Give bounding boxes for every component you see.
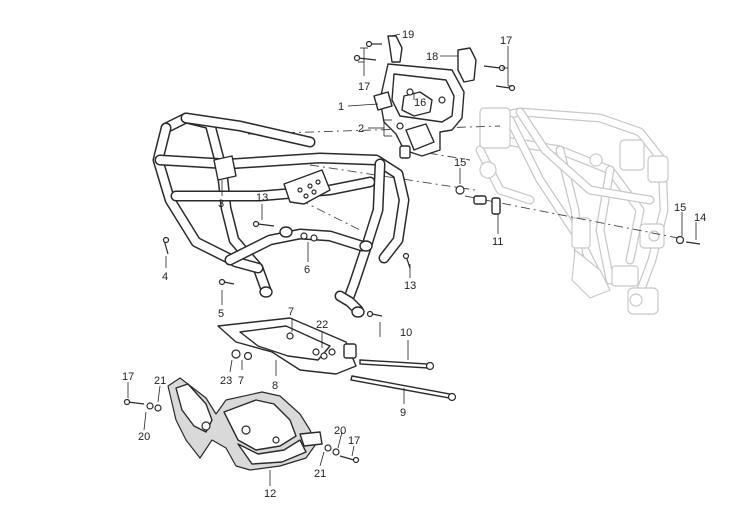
callout-label: 20 [334, 425, 346, 437]
callout-labels: 1 2 3 4 5 6 7 7 8 9 10 11 12 13 13 14 15… [122, 29, 706, 500]
callout-label: 17 [348, 435, 360, 447]
callout-label: 13 [404, 280, 416, 292]
callout-label: 5 [218, 308, 224, 320]
callout-label: 18 [426, 51, 438, 63]
callout-label: 14 [694, 212, 706, 224]
callout-label: 12 [264, 488, 276, 500]
callout-label: 7 [238, 375, 244, 387]
hardware-bolts [162, 185, 701, 318]
callout-label: 10 [400, 327, 412, 339]
callout-label: 22 [316, 319, 328, 331]
callout-label: 17 [500, 35, 512, 47]
callout-label: 16 [414, 97, 426, 109]
callout-label: 17 [358, 81, 370, 93]
callout-label: 19 [402, 29, 414, 41]
front-bracket-assembly [353, 35, 516, 159]
callout-label: 13 [256, 192, 268, 204]
callout-label: 15 [454, 157, 466, 169]
long-bolts [350, 359, 457, 402]
skid-plate [123, 377, 360, 471]
callout-label: 1 [338, 101, 344, 113]
callout-label: 3 [218, 198, 224, 210]
crash-bar [152, 112, 410, 318]
leader-lines [127, 33, 697, 486]
lower-mount-bracket [217, 317, 357, 375]
callout-label: 4 [162, 271, 168, 283]
callout-label: 8 [272, 380, 278, 392]
callout-label: 7 [288, 306, 294, 318]
callout-label: 6 [304, 264, 310, 276]
callout-label: 15 [674, 202, 686, 214]
callout-label: 23 [220, 375, 232, 387]
callout-label: 21 [314, 468, 326, 480]
callout-label: 17 [122, 371, 134, 383]
callout-label: 11 [492, 236, 503, 248]
callout-label: 2 [358, 123, 364, 135]
callout-label: 21 [154, 375, 166, 387]
callout-label: 20 [138, 431, 150, 443]
callout-label: 9 [400, 407, 406, 419]
main-frame-ghost [475, 107, 669, 315]
